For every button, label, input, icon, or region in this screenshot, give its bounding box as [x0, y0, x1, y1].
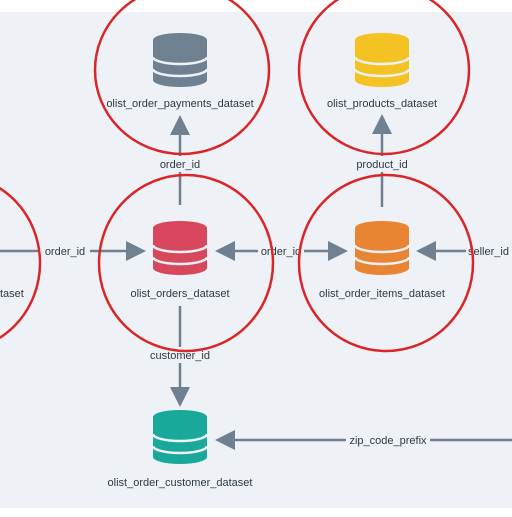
- customer-database-icon[interactable]: [151, 410, 209, 464]
- edge-label-group-right-customer: zip_code_prefix: [346, 432, 430, 448]
- orders-database-icon[interactable]: [151, 221, 209, 275]
- edge-label-group-right-items: seller_id: [466, 243, 512, 259]
- payments-database-icon[interactable]: [151, 33, 209, 87]
- node-label-orders: olist_orders_dataset: [130, 288, 229, 300]
- highlight-ring-payments: [93, 0, 271, 156]
- node-label-order-items: olist_order_items_dataset: [319, 288, 445, 300]
- edge-label-seller-id: seller_id: [468, 246, 509, 258]
- edge-label-group-items-products: product_id: [352, 156, 412, 172]
- node-label-payments: olist_order_payments_dataset: [106, 98, 253, 110]
- diagram-background: [0, 12, 512, 508]
- products-database-icon[interactable]: [353, 33, 411, 87]
- highlight-ring-orders: [97, 173, 275, 353]
- edge-label-group-orders-payments: order_id: [152, 156, 208, 172]
- edge-label-order-id-top: order_id: [160, 159, 200, 171]
- highlight-ring-order-items: [297, 173, 475, 353]
- node-label-customer: olist_order_customer_dataset: [108, 477, 253, 489]
- highlight-ring-left-partial: [0, 186, 42, 340]
- edge-label-group-orders-items: order_id: [258, 243, 304, 259]
- edge-label-zip-code-prefix: zip_code_prefix: [349, 435, 427, 447]
- order-items-database-icon[interactable]: [353, 221, 411, 275]
- edge-label-group-left-orders: order_id: [40, 243, 90, 259]
- edge-label-order-id-middle: order_id: [261, 246, 301, 258]
- edge-label-customer-id: customer_id: [150, 350, 210, 362]
- highlight-ring-products: [297, 0, 471, 156]
- edge-label-product-id: product_id: [356, 159, 407, 171]
- edge-label-order-id-left: order_id: [45, 246, 85, 258]
- node-label-products: olist_products_dataset: [327, 98, 437, 110]
- node-label-left-partial: taset: [0, 288, 24, 300]
